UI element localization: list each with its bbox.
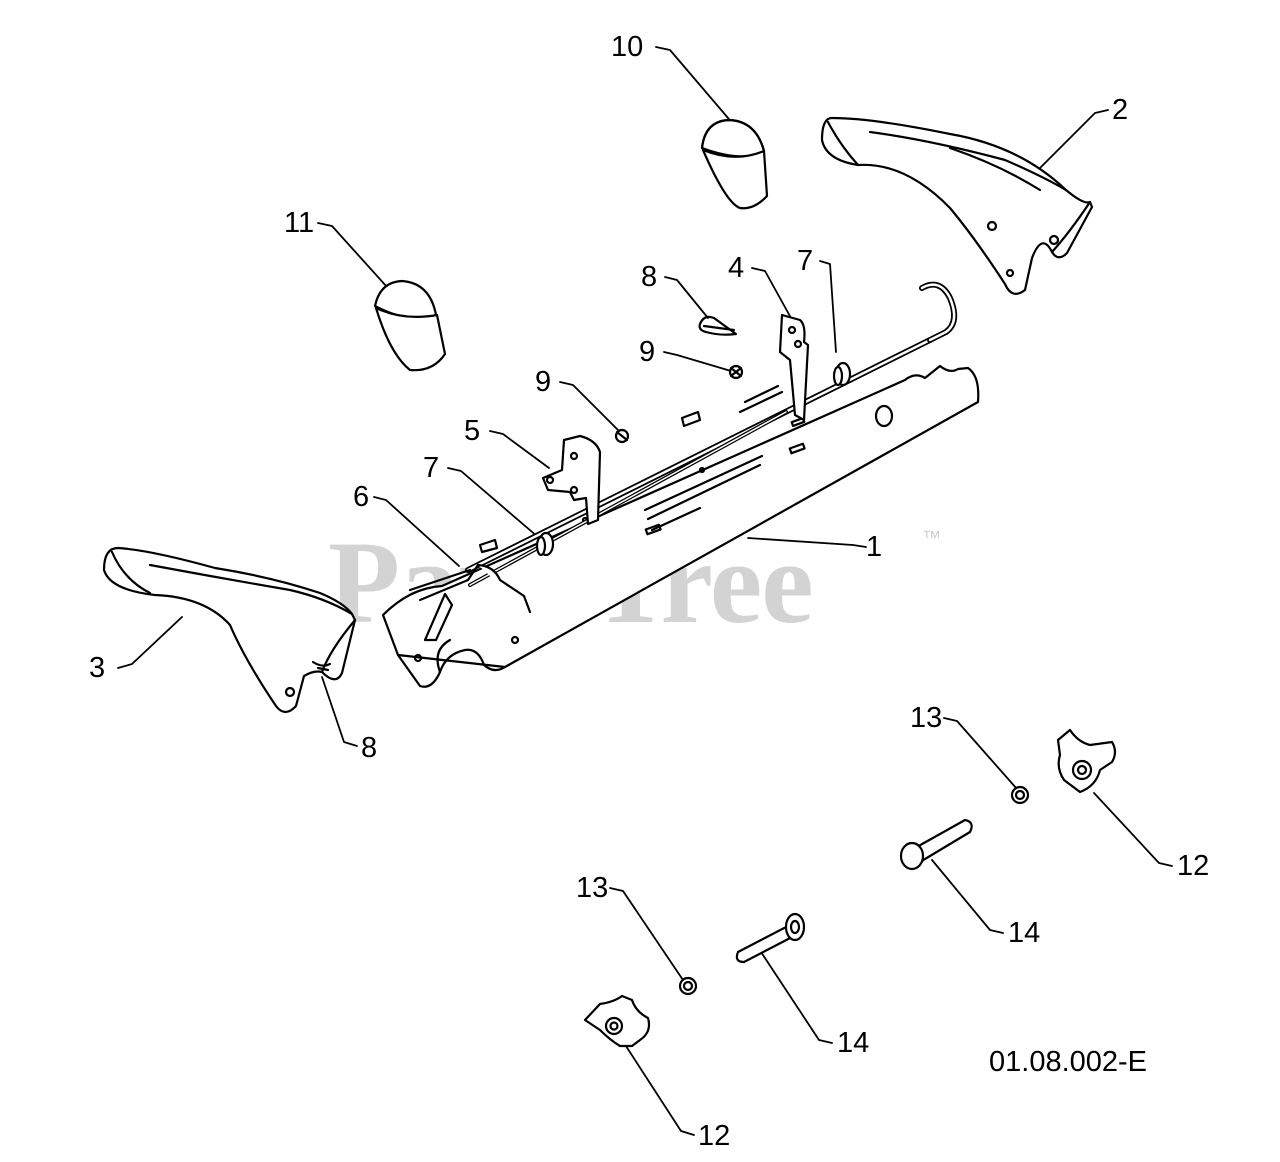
knob-part-11	[373, 279, 447, 372]
callout-1: 1	[866, 531, 883, 563]
callout-12-upper: 12	[1177, 850, 1210, 882]
callout-11: 11	[284, 207, 315, 239]
callout-5: 5	[464, 415, 481, 447]
callout-4: 4	[728, 252, 745, 284]
handle-part-2	[820, 116, 1094, 295]
spring-link-part-6	[408, 410, 702, 642]
bushing-part-7-right	[832, 361, 852, 387]
bushing-part-7-left	[535, 531, 555, 557]
knob-part-10	[700, 118, 769, 210]
callout-10: 10	[611, 31, 644, 63]
callout-3: 3	[89, 652, 106, 684]
screw-part-9-upper	[728, 364, 744, 380]
bolt-part-14-lower	[735, 912, 806, 964]
callout-14-lower: 14	[837, 1027, 870, 1059]
callout-2: 2	[1112, 94, 1129, 126]
callout-13-lower: 13	[576, 872, 609, 904]
callout-8-top: 8	[641, 261, 658, 293]
star-knob-part-12-upper	[1056, 728, 1117, 794]
callout-7-right: 7	[797, 245, 814, 277]
nut-part-13-upper	[1010, 785, 1030, 805]
star-knob-part-12-lower	[583, 994, 651, 1048]
handle-part-3	[102, 546, 357, 714]
leader-lines	[117, 46, 1173, 1136]
callout-12-lower: 12	[698, 1120, 731, 1152]
bracket-part-4	[738, 313, 810, 422]
callout-7-left: 7	[423, 452, 440, 484]
trademark-symbol: ™	[922, 528, 941, 549]
callout-8-bottom: 8	[361, 732, 378, 764]
clip-part-8	[698, 315, 738, 336]
callout-14-upper: 14	[1008, 917, 1041, 949]
bracket-plate-part-1	[381, 364, 980, 688]
screw-part-9-lower	[614, 428, 630, 444]
bracket-part-5	[541, 434, 602, 526]
callout-9-lower: 9	[535, 366, 552, 398]
callout-9-upper: 9	[639, 336, 656, 368]
nut-part-13-lower	[678, 976, 698, 996]
shaft-rod	[465, 281, 958, 587]
callout-6: 6	[353, 481, 370, 513]
bolt-part-14-upper	[899, 818, 973, 871]
drawing-number: 01.08.002-E	[989, 1046, 1148, 1078]
callout-13-upper: 13	[910, 702, 943, 734]
